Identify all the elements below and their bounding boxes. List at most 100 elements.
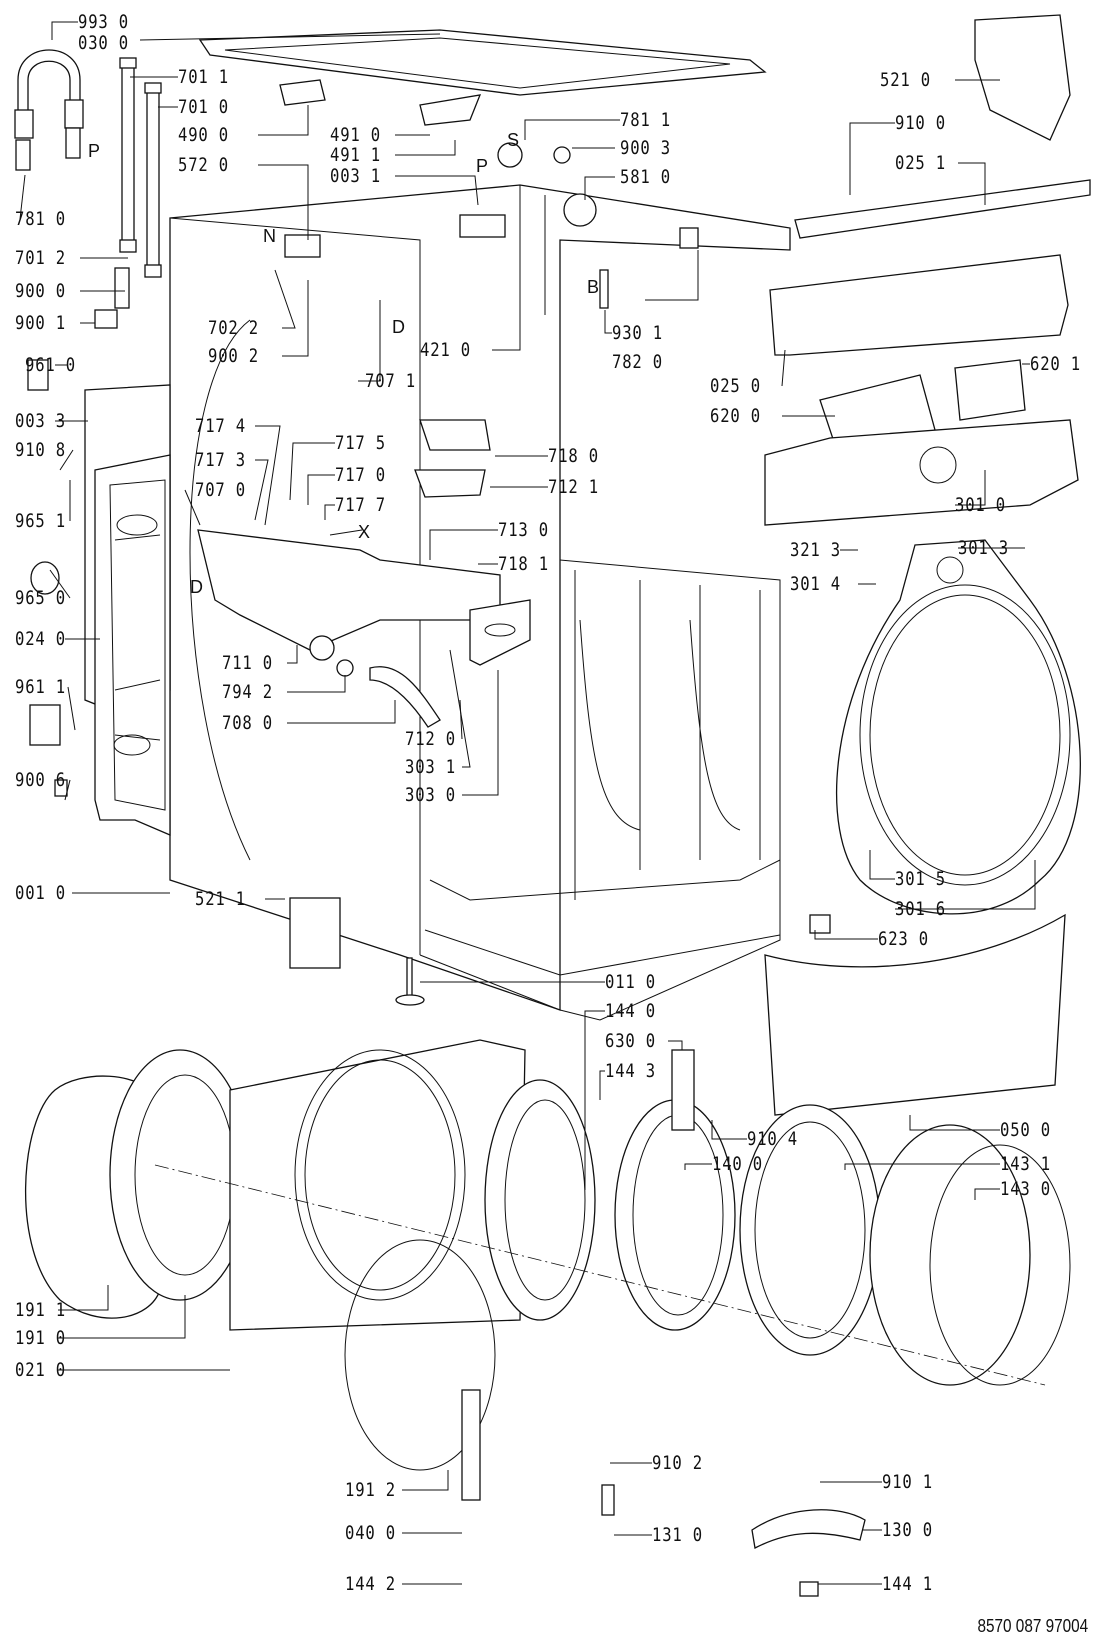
- part-label-910-2: 910 2: [652, 1452, 704, 1474]
- part-label-572-0: 572 0: [178, 154, 230, 176]
- front-door-frame-part: [835, 539, 1081, 915]
- part-label-961-1: 961 1: [15, 676, 67, 698]
- part-label-910-8: 910 8: [15, 439, 67, 461]
- marker-s: S: [507, 130, 519, 150]
- part-label-050-0: 050 0: [1000, 1119, 1052, 1141]
- part-label-930-1: 930 1: [612, 322, 664, 344]
- part-label-712-1: 712 1: [548, 476, 600, 498]
- part-label-717-0: 717 0: [335, 464, 387, 486]
- marker-x: X: [358, 522, 370, 542]
- part-label-620-0: 620 0: [710, 405, 762, 427]
- part-label-301-6: 301 6: [895, 898, 947, 920]
- part-label-900-3: 900 3: [620, 137, 672, 159]
- part-label-900-6: 900 6: [15, 769, 67, 791]
- part-label-717-3: 717 3: [195, 449, 247, 471]
- part-label-490-0: 490 0: [178, 124, 230, 146]
- part-label-718-1: 718 1: [498, 553, 550, 575]
- part-label-301-4: 301 4: [790, 573, 842, 595]
- part-label-965-1: 965 1: [15, 510, 67, 532]
- part-label-040-0: 040 0: [345, 1522, 397, 1544]
- part-label-191-0: 191 0: [15, 1327, 67, 1349]
- part-label-781-1: 781 1: [620, 109, 672, 131]
- door-assembly-parts: [24, 1039, 1071, 1471]
- part-label-303-0: 303 0: [405, 784, 457, 806]
- part-label-143-1: 143 1: [1000, 1153, 1052, 1175]
- part-label-712-0: 712 0: [405, 728, 457, 750]
- marker-p-hose: P: [88, 141, 100, 161]
- leader-lines: [19, 21, 1036, 1585]
- part-label-491-0: 491 0: [330, 124, 382, 146]
- part-label-030-0: 030 0: [78, 32, 130, 54]
- part-label-782-0: 782 0: [612, 351, 664, 373]
- part-label-717-4: 717 4: [195, 415, 247, 437]
- small-parts: [27, 79, 866, 1597]
- top-frame-part: [198, 29, 767, 96]
- part-label-421-0: 421 0: [420, 339, 472, 361]
- part-label-708-0: 708 0: [222, 712, 274, 734]
- part-label-143-0: 143 0: [1000, 1178, 1052, 1200]
- part-label-701-2: 701 2: [15, 247, 67, 269]
- part-label-521-0: 521 0: [880, 69, 932, 91]
- part-label-144-3: 144 3: [605, 1060, 657, 1082]
- control-panel-parts: [764, 179, 1091, 526]
- electronic-module-part: [974, 14, 1071, 141]
- part-label-717-7: 717 7: [335, 494, 387, 516]
- part-label-303-1: 303 1: [405, 756, 457, 778]
- part-label-011-0: 011 0: [605, 971, 657, 993]
- part-label-711-0: 711 0: [222, 652, 274, 674]
- document-number: 8570 087 97004: [977, 1616, 1088, 1636]
- part-label-025-1: 025 1: [895, 152, 947, 174]
- part-label-144-1: 144 1: [882, 1573, 934, 1595]
- part-label-620-1: 620 1: [1030, 353, 1082, 375]
- part-label-301-5: 301 5: [895, 868, 947, 890]
- marker-n: N: [263, 226, 276, 246]
- part-label-130-0: 130 0: [882, 1519, 934, 1541]
- part-label-702-2: 702 2: [208, 317, 260, 339]
- part-label-717-5: 717 5: [335, 432, 387, 454]
- part-label-965-0: 965 0: [15, 587, 67, 609]
- cabinet-outline-curve: [189, 319, 251, 861]
- part-label-707-1: 707 1: [365, 370, 417, 392]
- part-label-301-0: 301 0: [955, 494, 1007, 516]
- part-label-003-1: 003 1: [330, 165, 382, 187]
- side-panel-part: [84, 384, 171, 836]
- detergent-drawer-parts: [197, 419, 531, 728]
- part-label-630-0: 630 0: [605, 1030, 657, 1052]
- part-label-144-0: 144 0: [605, 1000, 657, 1022]
- letter-markers: P S P N D B X D: [88, 130, 599, 597]
- marker-d-top: D: [392, 317, 405, 337]
- part-label-144-2: 144 2: [345, 1573, 397, 1595]
- part-label-707-0: 707 0: [195, 479, 247, 501]
- part-label-191-1: 191 1: [15, 1299, 67, 1321]
- part-label-003-3: 003 3: [15, 410, 67, 432]
- part-label-910-1: 910 1: [882, 1471, 934, 1493]
- part-label-024-0: 024 0: [15, 628, 67, 650]
- part-label-910-0: 910 0: [895, 112, 947, 134]
- part-label-001-0: 001 0: [15, 882, 67, 904]
- u-hose-part: [14, 49, 84, 171]
- part-label-781-0: 781 0: [15, 208, 67, 230]
- part-label-191-2: 191 2: [345, 1479, 397, 1501]
- part-label-900-0: 900 0: [15, 280, 67, 302]
- part-label-321-3: 321 3: [790, 539, 842, 561]
- part-label-140-0: 140 0: [712, 1153, 764, 1175]
- marker-b: B: [587, 277, 599, 297]
- part-label-701-0: 701 0: [178, 96, 230, 118]
- part-label-910-4: 910 4: [747, 1128, 799, 1150]
- kickplate-part: [764, 913, 1066, 1116]
- part-label-521-1: 521 1: [195, 888, 247, 910]
- part-label-025-0: 025 0: [710, 375, 762, 397]
- part-label-900-1: 900 1: [15, 312, 67, 334]
- part-label-021-0: 021 0: [15, 1359, 67, 1381]
- marker-p-valve: P: [476, 156, 488, 176]
- inlet-hose-parts: [119, 57, 162, 278]
- part-label-718-0: 718 0: [548, 445, 600, 467]
- marker-d-drawer: D: [190, 577, 203, 597]
- part-label-623-0: 623 0: [878, 928, 930, 950]
- part-label-794-2: 794 2: [222, 681, 274, 703]
- part-label-491-1: 491 1: [330, 144, 382, 166]
- part-label-581-0: 581 0: [620, 166, 672, 188]
- part-label-713-0: 713 0: [498, 519, 550, 541]
